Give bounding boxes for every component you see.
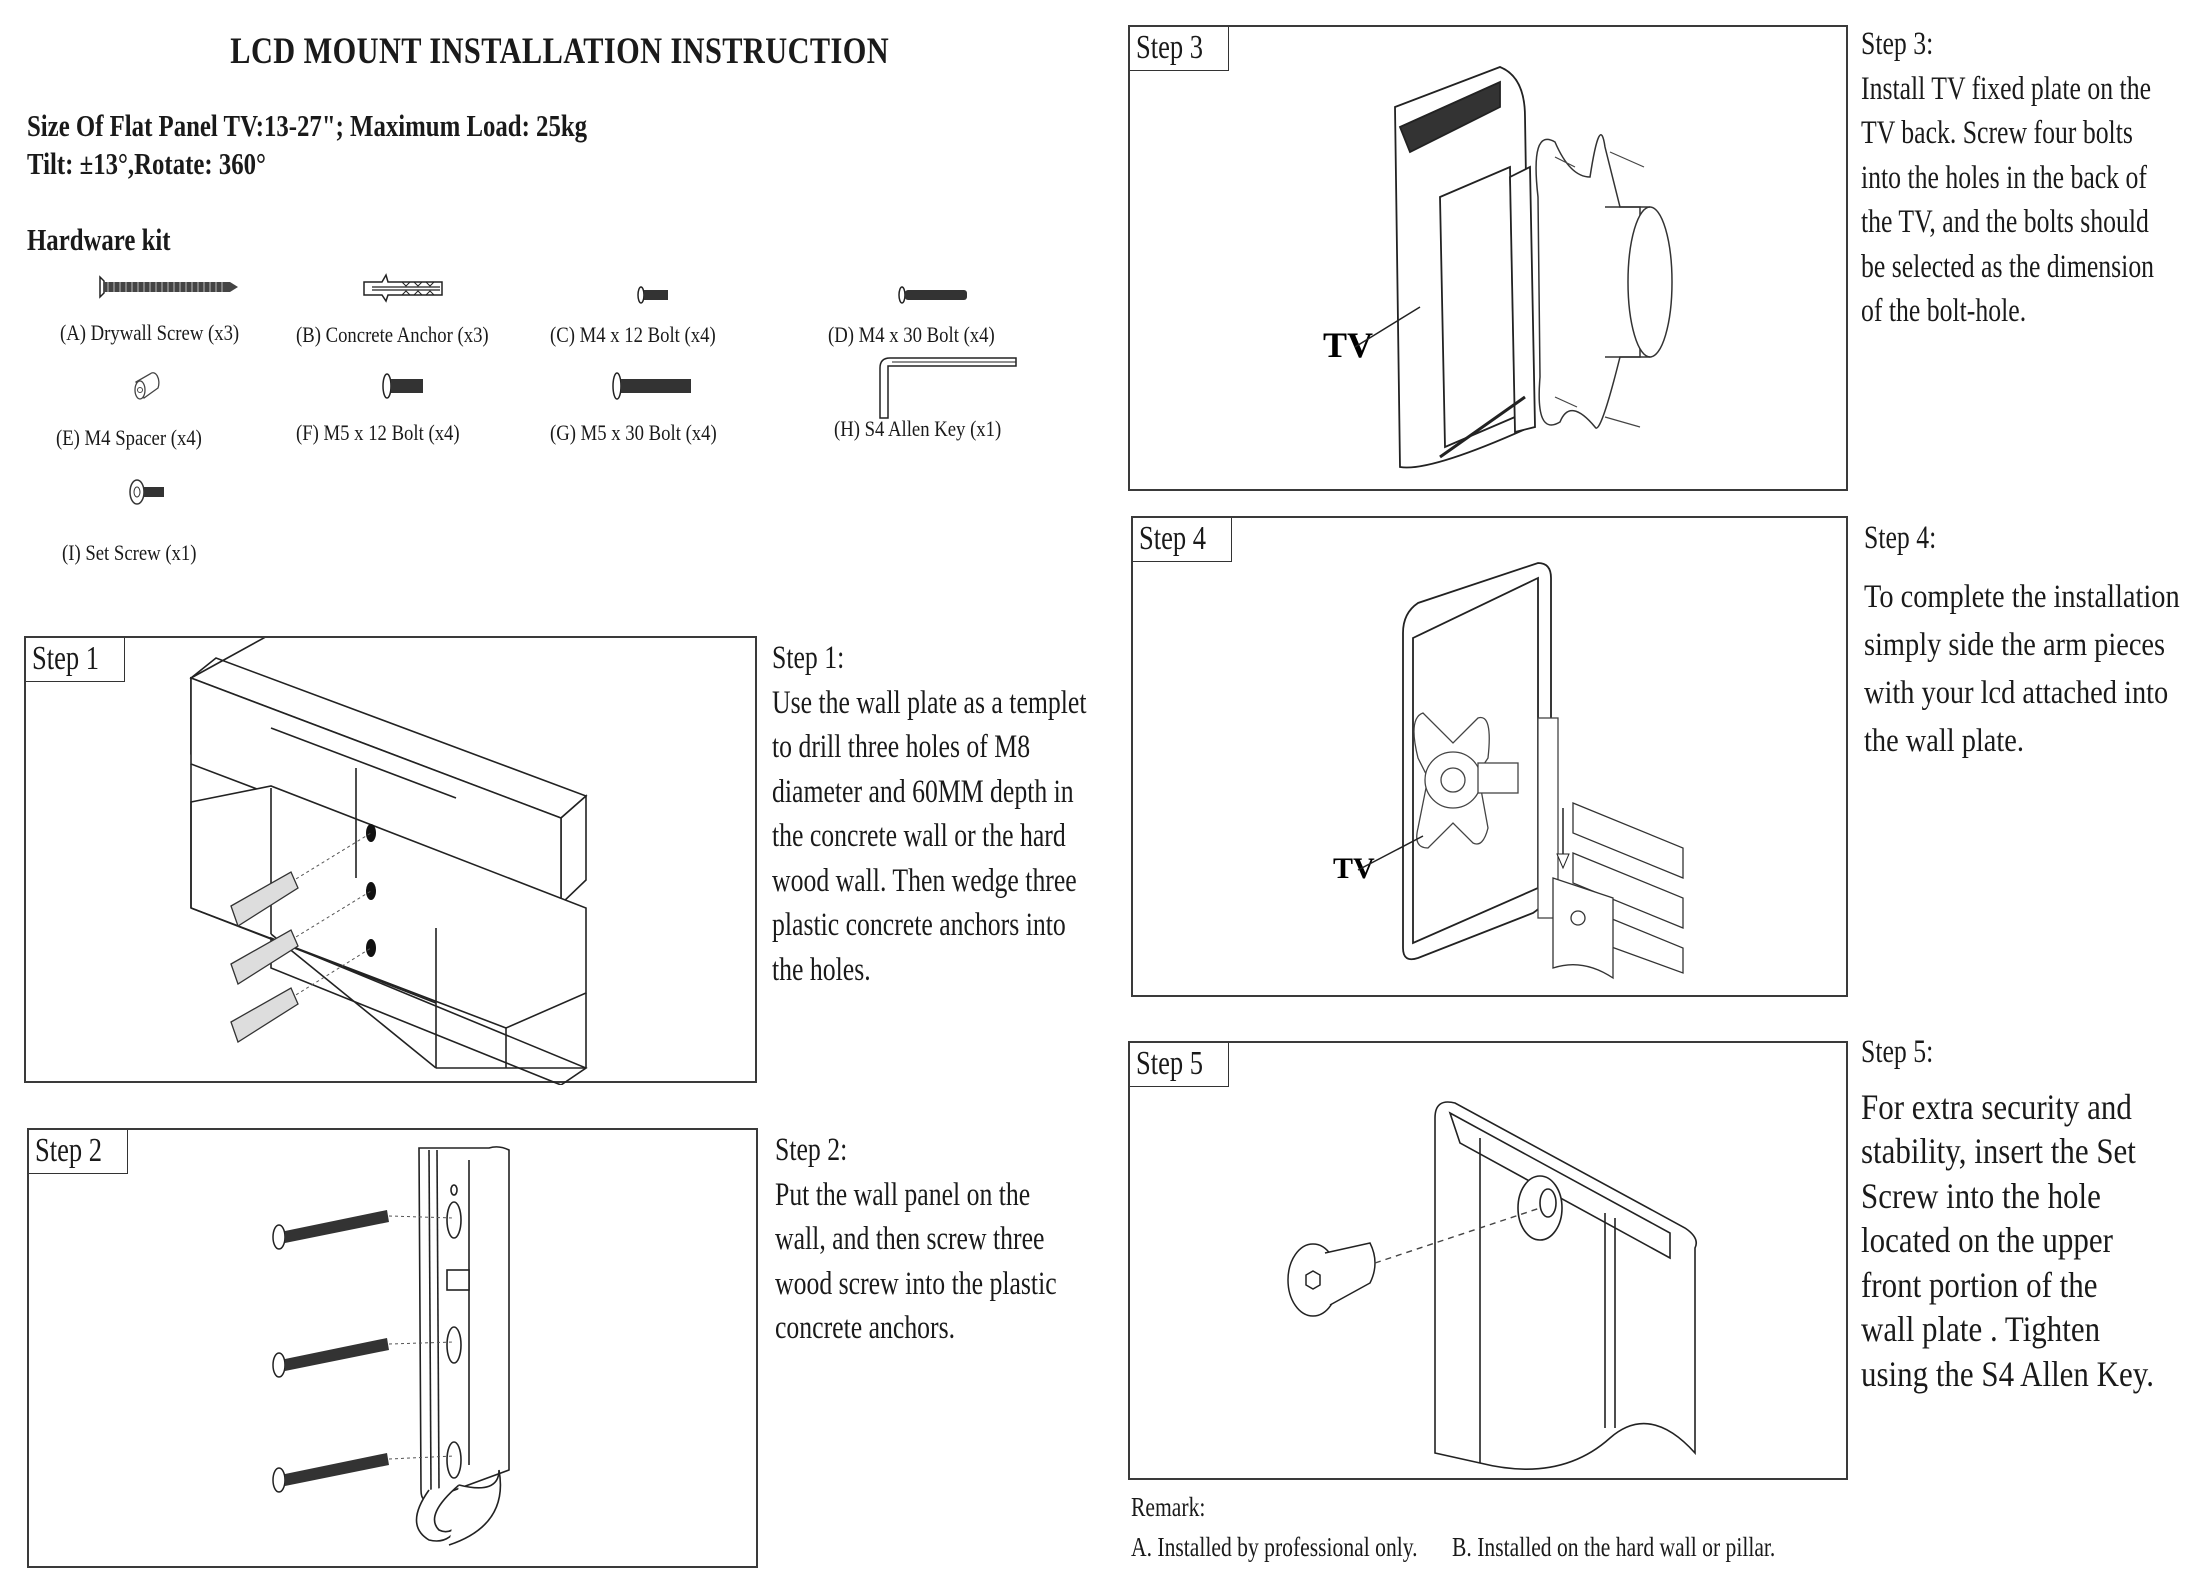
step-2-heading: Step 2: bbox=[775, 1132, 848, 1168]
hardware-item-c: (C) M4 x 12 Bolt (x4) bbox=[550, 322, 716, 347]
step-4-figure: TV Step 4 bbox=[1131, 516, 1848, 997]
step-4-line: simply side the arm pieces bbox=[1864, 626, 2166, 663]
step-1-text: Step 1: Use the wall plate as a templet … bbox=[772, 636, 1175, 992]
hardware-item-a: (A) Drywall Screw (x3) bbox=[60, 320, 240, 345]
step-5-figure: Step 5 bbox=[1128, 1041, 1848, 1480]
step-5-tag: Step 5 bbox=[1130, 1043, 1229, 1088]
step-1-line: wood wall. Then wedge three bbox=[772, 862, 1077, 899]
tv-attach-arm-illustration: TV bbox=[1333, 562, 1684, 980]
step-1-line: the concrete wall or the hard bbox=[772, 818, 1066, 854]
hardware-item-f: (F) M5 x 12 Bolt (x4) bbox=[296, 420, 460, 445]
hardware-item-b: (B) Concrete Anchor (x3) bbox=[296, 322, 489, 347]
step-4-line: the wall plate. bbox=[1864, 722, 2024, 759]
remark-title: Remark: bbox=[1131, 1492, 1206, 1522]
wood-screw-icon bbox=[272, 1453, 389, 1493]
document-title: LCD MOUNT INSTALLATION INSTRUCTION bbox=[230, 31, 890, 72]
step-4-line: with your lcd attached into bbox=[1864, 674, 2169, 711]
hardware-item-e: (E) M4 Spacer (x4) bbox=[56, 425, 202, 450]
set-screw-icon bbox=[129, 479, 164, 505]
step-5-text: Step 5: For extra security and stability… bbox=[1861, 1030, 2189, 1396]
step-4-line: To complete the installation bbox=[1864, 578, 2180, 615]
step-3-line: be selected as the dimension bbox=[1861, 248, 2155, 285]
step-3-line: the TV, and the bolts should bbox=[1861, 204, 2149, 240]
wood-screw-icon bbox=[272, 1210, 389, 1250]
step-4-text: Step 4: To complete the installation sim… bbox=[1864, 516, 2189, 765]
step-5-heading: Step 5: bbox=[1861, 1034, 1934, 1070]
m4-12-bolt-icon bbox=[637, 286, 668, 304]
set-screw-insertion-illustration bbox=[1287, 1101, 1698, 1470]
hardware-item-h: (H) S4 Allen Key (x1) bbox=[834, 416, 1002, 441]
drywall-screw-icon bbox=[99, 275, 238, 299]
tv-back-plate-illustration: TV bbox=[1323, 66, 1673, 469]
step-3-line: Install TV fixed plate on the bbox=[1861, 70, 2152, 107]
step-2-text: Step 2: Put the wall panel on the wall, … bbox=[775, 1128, 1136, 1351]
step-2-line: wall, and then screw three bbox=[775, 1221, 1045, 1257]
step-1-line: Use the wall plate as a templet bbox=[772, 684, 1087, 721]
step-5-line: using the S4 Allen Key. bbox=[1861, 1353, 2154, 1394]
step-3-tag: Step 3 bbox=[1130, 27, 1229, 72]
step-1-line: to drill three holes of M8 bbox=[772, 729, 1031, 765]
hardware-item-d: (D) M4 x 30 Bolt (x4) bbox=[828, 322, 995, 347]
step-5-line: stability, insert the Set bbox=[1861, 1131, 2136, 1171]
step-1-line: the holes. bbox=[772, 951, 871, 988]
tv-label: TV bbox=[1333, 852, 1375, 885]
hardware-item-g: (G) M5 x 30 Bolt (x4) bbox=[550, 420, 717, 445]
step-5-line: front portion of the bbox=[1861, 1264, 2098, 1305]
step-2-figure: Step 2 bbox=[27, 1128, 758, 1568]
remark-item-b: B. Installed on the hard wall or pillar. bbox=[1452, 1532, 1776, 1562]
step-1-line: plastic concrete anchors into bbox=[772, 907, 1066, 943]
step-1-tag: Step 1 bbox=[26, 638, 125, 683]
step-5-line: Screw into the hole bbox=[1861, 1175, 2101, 1216]
m4-30-bolt-icon bbox=[898, 286, 967, 304]
step-3-line: into the holes in the back of bbox=[1861, 159, 2147, 196]
step-3-line: TV back. Screw four bolts bbox=[1861, 115, 2133, 151]
step-4-tag: Step 4 bbox=[1133, 518, 1232, 563]
step-1-figure: Step 1 bbox=[24, 636, 757, 1085]
allen-key-icon bbox=[879, 357, 1017, 419]
tv-label: TV bbox=[1323, 325, 1373, 365]
concrete-anchor-icon bbox=[363, 273, 443, 303]
step-3-figure: TV Step 3 bbox=[1128, 25, 1848, 491]
step-5-line: located on the upper bbox=[1861, 1220, 2113, 1260]
step-2-tag: Step 2 bbox=[29, 1130, 128, 1175]
step-3-heading: Step 3: bbox=[1861, 26, 1934, 62]
m5-12-bolt-icon bbox=[382, 373, 423, 399]
remark-item-a: A. Installed by professional only. bbox=[1131, 1532, 1418, 1562]
wood-screw-icon bbox=[272, 1338, 389, 1378]
step-2-line: wood screw into the plastic bbox=[775, 1265, 1057, 1302]
step-2-line: Put the wall panel on the bbox=[775, 1176, 1031, 1213]
wall-plate-screws-illustration bbox=[272, 1146, 510, 1546]
step-2-line: concrete anchors. bbox=[775, 1310, 956, 1346]
m5-30-bolt-icon bbox=[612, 372, 691, 400]
step-1-line: diameter and 60MM depth in bbox=[772, 773, 1074, 810]
hardware-item-i: (I) Set Screw (x1) bbox=[62, 540, 197, 565]
step-3-line: of the bolt-hole. bbox=[1861, 293, 2027, 329]
spec-size-load: Size Of Flat Panel TV:13-27"; Maximum Lo… bbox=[27, 108, 588, 143]
step-5-line: wall plate . Tighten bbox=[1861, 1309, 2101, 1349]
spec-tilt-rotate: Tilt: ±13°,Rotate: 360° bbox=[27, 146, 266, 181]
spacer-icon bbox=[134, 372, 160, 400]
brick-wall-drill-illustration bbox=[189, 638, 588, 1085]
step-1-heading: Step 1: bbox=[772, 640, 845, 676]
hardware-kit-title: Hardware kit bbox=[27, 222, 171, 257]
step-3-text: Step 3: Install TV fixed plate on the TV… bbox=[1861, 22, 2189, 334]
step-5-line: For extra security and bbox=[1861, 1086, 2132, 1127]
step-4-heading: Step 4: bbox=[1864, 520, 1937, 556]
